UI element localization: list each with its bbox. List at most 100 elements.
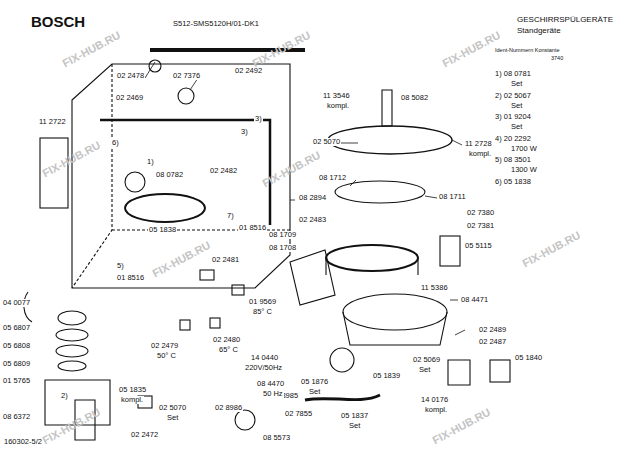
part-number: 01 9569 xyxy=(248,298,277,306)
note: Set xyxy=(510,80,523,88)
part-number: 05 6807 xyxy=(2,324,31,332)
part-number: 05 6808 xyxy=(2,342,31,350)
part-number: 14 0440 xyxy=(250,354,279,362)
note: 3740 xyxy=(550,56,564,62)
callout-number: 3) xyxy=(240,128,249,136)
note: kompl. xyxy=(326,102,350,110)
callout-number: 3) xyxy=(254,115,263,123)
part-number: 11 2722 xyxy=(38,118,67,126)
part-number: 08 6372 xyxy=(2,413,31,421)
part-number: 02 2479 xyxy=(150,342,179,350)
part-number: 11 5386 xyxy=(420,284,449,292)
note: 50° C xyxy=(156,352,177,360)
note: Set xyxy=(510,102,523,110)
note: Set xyxy=(166,414,179,422)
bracket xyxy=(440,236,460,266)
clamp xyxy=(24,292,32,322)
note: 220V/50Hz xyxy=(244,364,283,372)
part-number: 08 1712 xyxy=(318,174,347,182)
filter-ring xyxy=(326,258,418,275)
part-number: 02 5070 xyxy=(158,404,187,412)
part-number: 08 1708 xyxy=(268,244,297,252)
watermark: FIX-HUB.RU xyxy=(150,239,213,279)
part-number: 11 3546 xyxy=(322,92,351,100)
part-number: 02 2472 xyxy=(130,431,159,439)
part-number: 02 5069 xyxy=(412,356,441,364)
seal xyxy=(58,311,86,325)
watermark: FIX-HUB.RU xyxy=(520,229,583,269)
seal xyxy=(56,345,88,357)
part-number: 02 7376 xyxy=(172,72,201,80)
valve xyxy=(448,360,470,385)
note: 65° C xyxy=(218,346,239,354)
part-number: 02 2481 xyxy=(211,256,240,264)
nozzle xyxy=(178,88,194,104)
part-number: 08 4471 xyxy=(460,296,489,304)
part-number: 02 2469 xyxy=(115,94,144,102)
watermark: FIX-HUB.RU xyxy=(40,407,103,447)
seal xyxy=(58,361,86,371)
nozzle xyxy=(149,60,161,72)
heater-socket xyxy=(125,172,145,192)
part-number: 08 1711 xyxy=(438,193,467,201)
note: Set xyxy=(510,123,523,131)
part-number: 01 8516 xyxy=(116,274,145,282)
callout-number: 5) 08 3501 xyxy=(494,156,532,164)
callout-number: 2) 02 5067 xyxy=(494,92,532,100)
part-number: 02 7381 xyxy=(466,222,495,230)
brand: BOSCH xyxy=(30,14,86,29)
callout-number: 4) 20 2292 xyxy=(494,135,532,143)
part-number: 08 5082 xyxy=(400,94,429,102)
callout-number: 6) 05 1838 xyxy=(494,178,532,186)
part-number: 02 2483 xyxy=(298,216,327,224)
note: Set xyxy=(348,422,361,430)
note: 85° C xyxy=(252,308,273,316)
part-number: 02 7855 xyxy=(284,410,313,418)
note: Set xyxy=(308,388,321,396)
part-number: 08 2894 xyxy=(298,194,327,202)
note: Set xyxy=(418,366,431,374)
part-number: 05 1840 xyxy=(514,354,543,362)
callout-number: 1) xyxy=(146,158,155,166)
sump xyxy=(343,294,447,330)
part-number: 05 1839 xyxy=(372,372,401,380)
lower-spray-arm xyxy=(328,126,452,154)
model-number: S512-SMS5120H/01-DK1 xyxy=(172,20,260,28)
part-number: 05 1876 xyxy=(300,378,329,386)
callout-number: 7) xyxy=(226,212,235,220)
callout-number: 2) xyxy=(60,392,69,400)
part-number: 02 5070 xyxy=(312,138,341,146)
part-number: 01 8516 xyxy=(238,224,267,232)
hose xyxy=(305,395,380,400)
tub-frame xyxy=(72,64,290,288)
callout-number: 1) 08 0781 xyxy=(494,70,532,78)
thermostat xyxy=(180,320,190,330)
part-number: 05 1838 xyxy=(148,226,177,234)
seal xyxy=(56,329,88,341)
note: 1300 W xyxy=(510,166,538,174)
part-number: 05 6809 xyxy=(2,360,31,368)
part-number: 08 4470 xyxy=(256,380,285,388)
part-number: 02 2482 xyxy=(209,167,238,175)
spray-tube xyxy=(382,90,392,126)
note: 1700 W xyxy=(510,145,538,153)
part-number: 02 2489 xyxy=(478,326,507,334)
note: kompl. xyxy=(424,406,448,414)
part-number: 02 2492 xyxy=(234,67,263,75)
part-number: 02 2480 xyxy=(212,336,241,344)
callout-number: 3) 01 9204 xyxy=(494,113,532,121)
filter-ring xyxy=(326,245,418,271)
thermostat xyxy=(232,285,244,295)
part-number: 05 1837 xyxy=(340,412,369,420)
part-number: 08 5573 xyxy=(262,434,291,442)
pump xyxy=(490,360,510,382)
drain-pump xyxy=(330,348,354,372)
part-number: 04 0077 xyxy=(2,299,31,307)
part-number: 08 1709 xyxy=(268,231,297,239)
part-number: 11 2728 xyxy=(464,140,493,148)
note: 50 Hz xyxy=(262,390,284,398)
thermostat xyxy=(210,318,220,328)
sump-body xyxy=(343,312,447,345)
part-number: 05 1835 xyxy=(118,386,147,394)
